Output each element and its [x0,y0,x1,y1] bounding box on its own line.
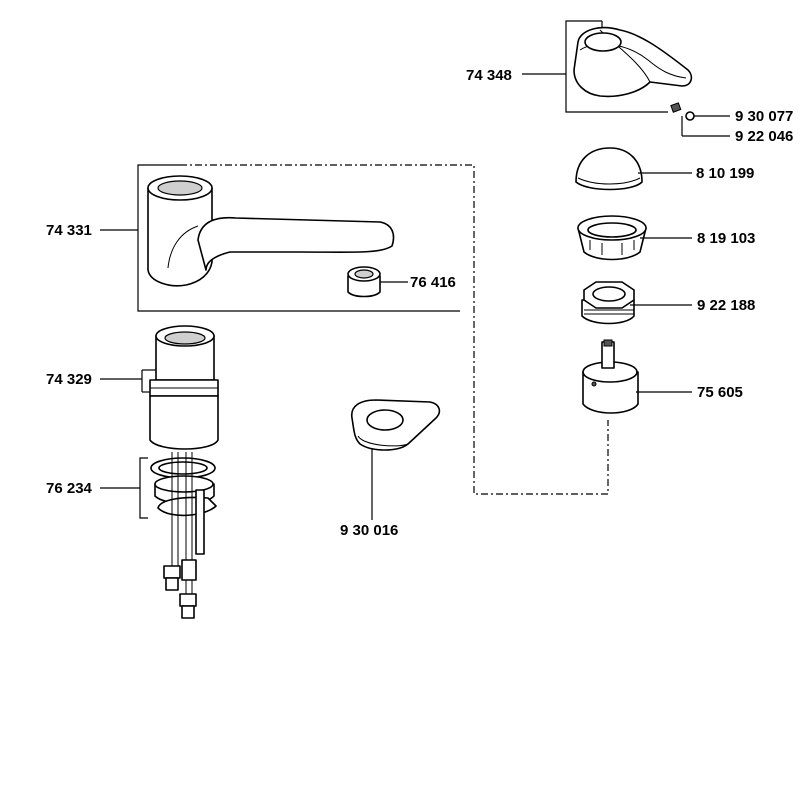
label-930016: 9 30 016 [340,522,398,539]
label-74348: 74 348 [466,67,512,84]
mounting-kit-part [150,452,217,619]
cap-part [575,147,643,191]
cartridge-part [582,339,639,414]
spout-part [147,175,395,287]
aerator-part [347,266,381,298]
label-76416: 76 416 [410,274,456,291]
ring-nut-part [577,215,647,261]
body-part [149,325,219,450]
label-810199: 8 10 199 [696,165,754,182]
label-74329: 74 329 [46,371,92,388]
base-gasket-part [351,399,441,451]
label-922188: 9 22 188 [697,297,755,314]
leader-76234 [139,457,148,519]
label-819103: 8 19 103 [697,230,755,247]
label-930077: 9 30 077 [735,108,793,125]
label-76234: 76 234 [46,480,93,497]
assembly-lines [137,20,668,495]
label-74331: 74 331 [46,222,92,239]
handle-lever-part [573,26,693,98]
hex-nut-part [581,281,635,325]
label-922046: 9 22 046 [735,128,793,145]
label-75605: 75 605 [697,384,743,401]
